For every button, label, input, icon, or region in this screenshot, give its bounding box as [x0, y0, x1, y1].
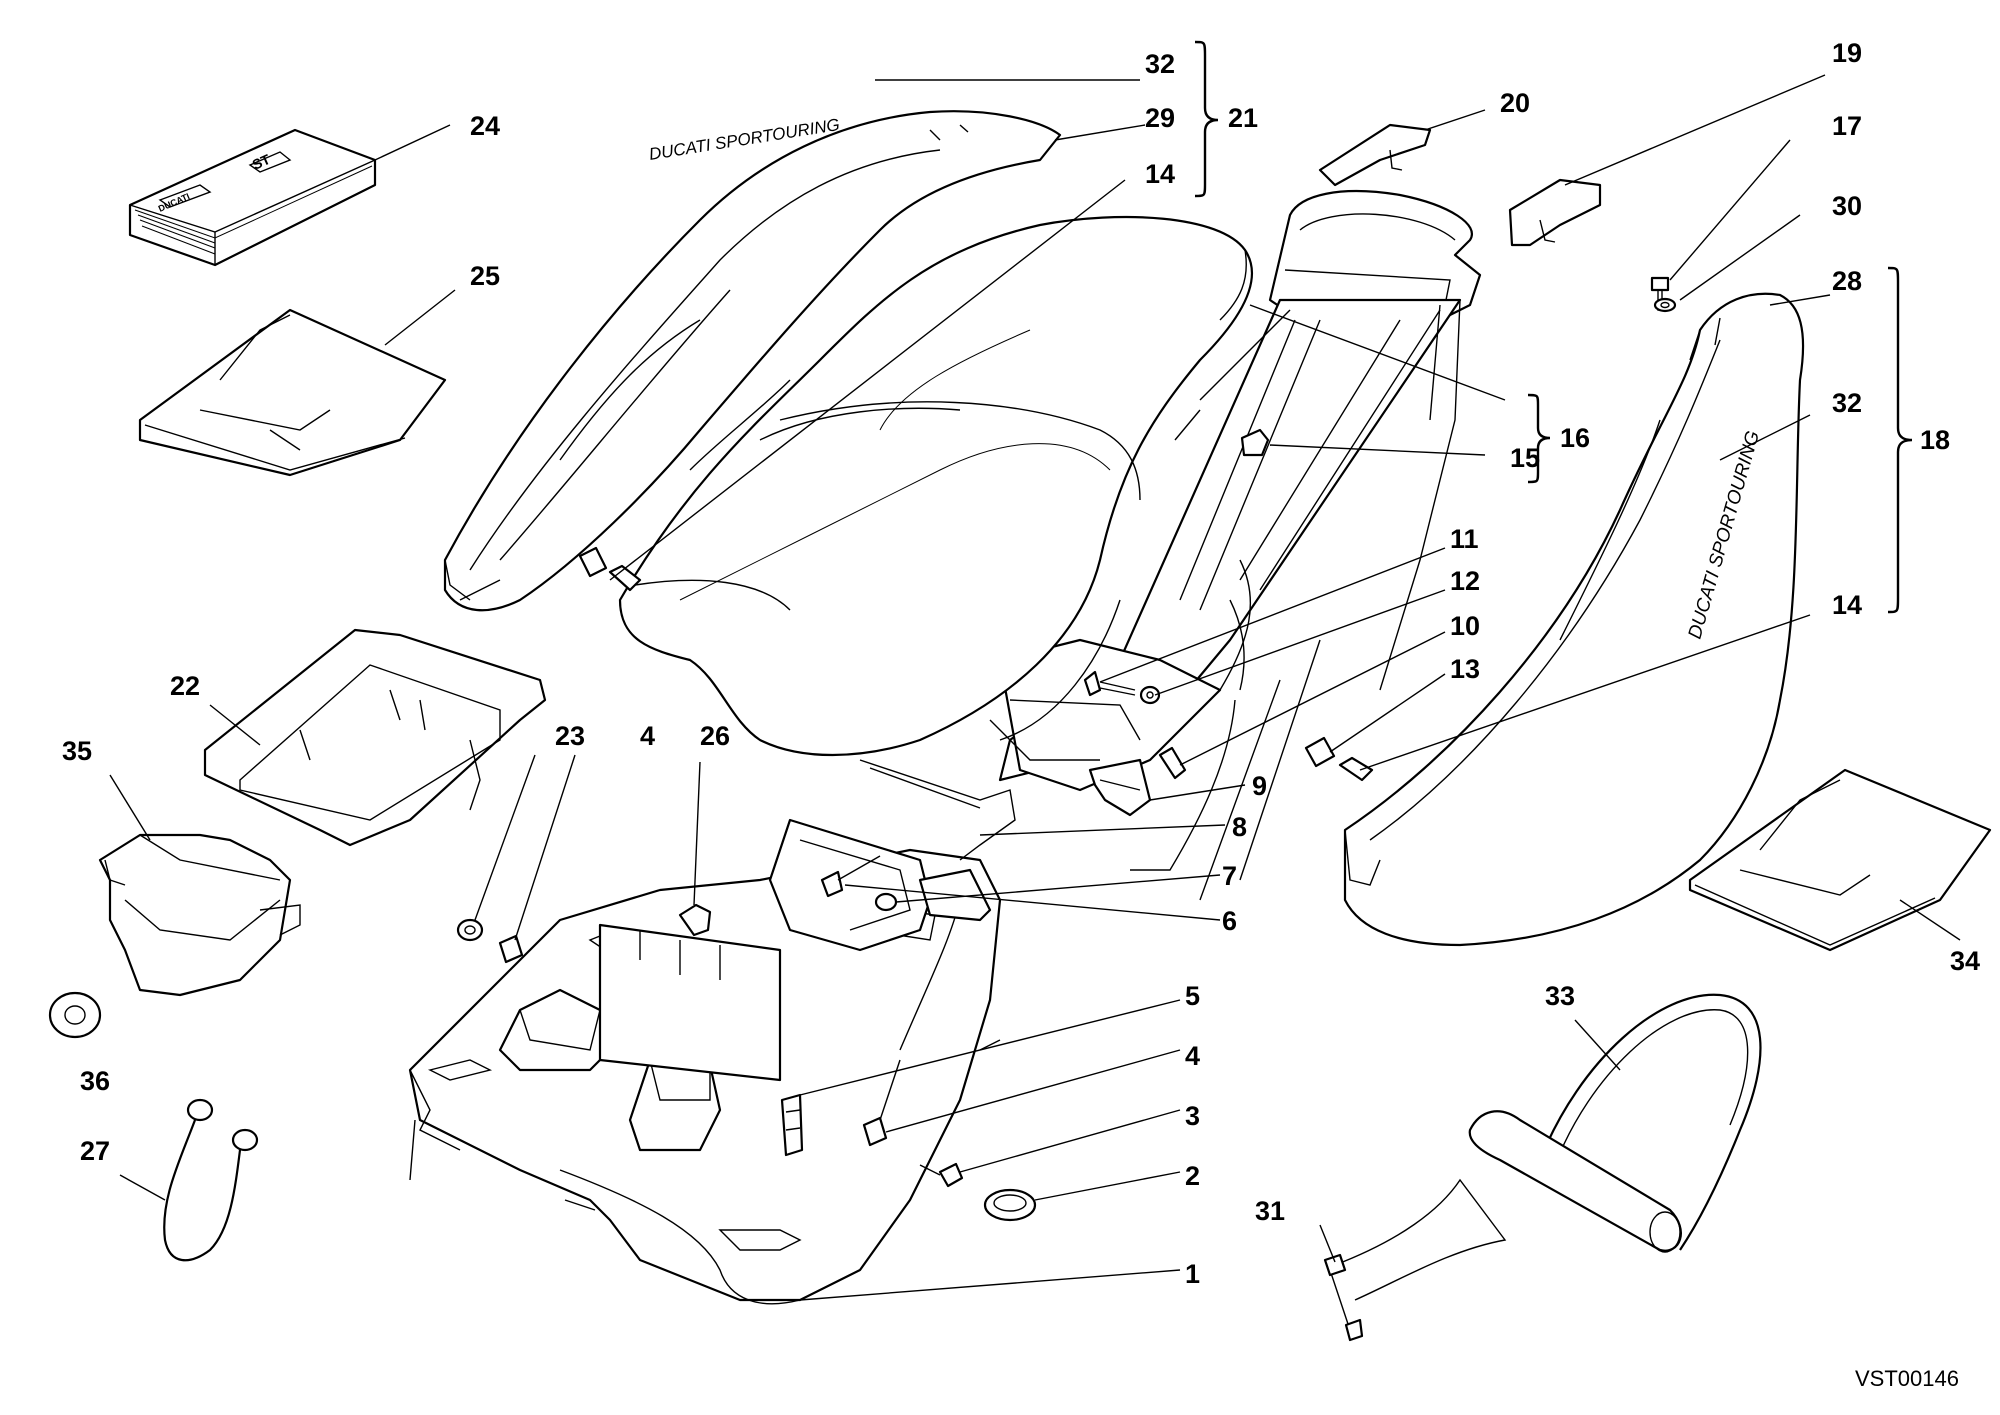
callout-17: 17 — [1832, 111, 1862, 141]
callout-6: 6 — [1222, 906, 1237, 936]
spacer-14-left — [578, 546, 642, 592]
callout-16: 16 — [1560, 423, 1590, 453]
callout-35: 35 — [62, 736, 92, 766]
callout-29: 29 — [1145, 103, 1175, 133]
callout-8: 8 — [1232, 812, 1247, 842]
callout-4-lower: 4 — [1185, 1041, 1200, 1071]
callout-30: 30 — [1832, 191, 1862, 221]
callout-24: 24 — [470, 111, 500, 141]
right-side-panel — [1343, 292, 1805, 947]
callout-31: 31 — [1255, 1196, 1285, 1226]
callout-7: 7 — [1222, 861, 1237, 891]
callout-23: 23 — [555, 721, 585, 751]
grommet-23 — [456, 918, 484, 942]
callout-36: 36 — [80, 1066, 110, 1096]
callout-15: 15 — [1510, 443, 1540, 473]
screw-11 — [1083, 670, 1136, 697]
screw-14-right — [1338, 756, 1374, 782]
leader-lines — [109, 74, 1961, 1301]
rear-subframe — [989, 189, 1482, 901]
grommet-2 — [983, 1188, 1037, 1222]
callout-14-right: 14 — [1832, 590, 1862, 620]
callout-27: 27 — [80, 1136, 110, 1166]
callout-4-upper: 4 — [640, 721, 655, 751]
latch-5 — [780, 1093, 804, 1157]
hook-8 — [859, 759, 1016, 861]
callout-13: 13 — [1450, 654, 1480, 684]
callout-26: 26 — [700, 721, 730, 751]
callout-32-top: 32 — [1145, 49, 1175, 79]
plug-26 — [678, 903, 712, 937]
spacer-13 — [1304, 736, 1336, 768]
callout-18: 18 — [1920, 425, 1950, 455]
callout-12: 12 — [1450, 566, 1480, 596]
seat — [618, 215, 1254, 757]
callout-21: 21 — [1228, 103, 1258, 133]
grab-handle-19 — [1508, 178, 1602, 247]
callout-34: 34 — [1950, 946, 1980, 976]
washer-30 — [1653, 297, 1677, 313]
callout-14-top: 14 — [1145, 159, 1175, 189]
nut-4-upper — [498, 934, 524, 964]
nut-4-lower — [862, 1116, 888, 1147]
callout-1: 1 — [1185, 1259, 1200, 1289]
grommet-7 — [874, 892, 898, 912]
callout-22: 22 — [170, 671, 200, 701]
ground-cable — [163, 1098, 259, 1262]
washer-12 — [1139, 685, 1161, 705]
svg-text:ST: ST — [250, 151, 273, 173]
callout-labels: 32 29 21 14 24 25 20 19 17 30 28 32 18 1… — [62, 38, 1980, 1289]
rubber-roll — [48, 991, 102, 1039]
clip-15 — [1240, 428, 1270, 457]
screw-10 — [1158, 746, 1187, 780]
callout-32-right: 32 — [1832, 388, 1862, 418]
callout-5: 5 — [1185, 981, 1200, 1011]
seat-cover-34 — [1688, 768, 1992, 952]
grab-handle-20 — [1318, 123, 1432, 187]
callout-28: 28 — [1832, 266, 1862, 296]
callout-11: 11 — [1450, 524, 1479, 554]
hinge-9 — [1088, 758, 1152, 817]
callout-19: 19 — [1832, 38, 1862, 68]
storage-tray — [203, 628, 547, 847]
rear-undertray — [408, 818, 1002, 1305]
u-lock — [1468, 993, 1762, 1253]
callout-10: 10 — [1450, 611, 1480, 641]
owners-manual — [128, 128, 377, 267]
callout-2: 2 — [1185, 1161, 1200, 1191]
screw-3 — [919, 1162, 964, 1188]
screw-6 — [820, 855, 881, 898]
callout-33: 33 — [1545, 981, 1575, 1011]
callout-3: 3 — [1185, 1101, 1200, 1131]
callout-25: 25 — [470, 261, 500, 291]
seat-cover-25 — [138, 308, 447, 477]
callout-9: 9 — [1252, 771, 1267, 801]
left-side-panel — [443, 110, 1062, 612]
tool-box — [98, 833, 301, 997]
security-cable — [1323, 1178, 1507, 1342]
callout-20: 20 — [1500, 88, 1530, 118]
group-braces — [1194, 40, 1913, 614]
drawing-reference-code: VST00146 — [1855, 1366, 1959, 1391]
